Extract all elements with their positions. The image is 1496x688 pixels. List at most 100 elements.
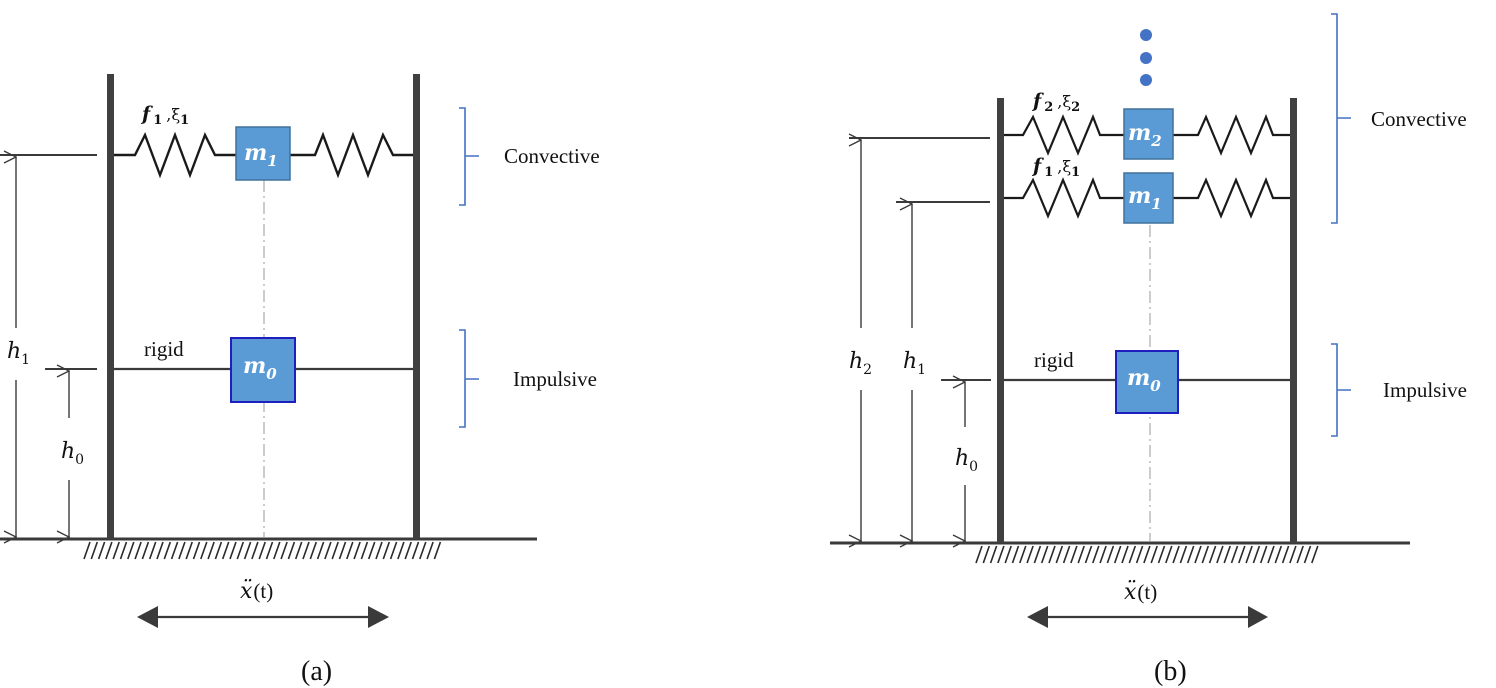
- mass-m0-label: m0: [243, 353, 277, 383]
- hatch-mark: [975, 545, 983, 564]
- tank-wall-left: [107, 74, 114, 539]
- rigid-label: rigid: [144, 337, 184, 361]
- hatch-mark: [389, 541, 398, 560]
- hatch-mark: [1201, 545, 1210, 564]
- hatch-mark: [207, 541, 215, 560]
- hatch-mark: [200, 541, 208, 560]
- h0-label: h0: [61, 439, 84, 468]
- hatch-mark: [1092, 545, 1100, 564]
- tank-wall-right: [413, 74, 420, 539]
- mass-m1-label: m1: [1128, 183, 1162, 213]
- h1-label: h1: [903, 349, 926, 378]
- hatch-mark: [258, 541, 266, 560]
- tank-wall-right: [1290, 98, 1297, 543]
- hatch-mark: [236, 541, 245, 560]
- mass-m1-label: m1: [244, 140, 278, 170]
- hatch-mark: [280, 541, 288, 560]
- hatch-mark: [1062, 545, 1071, 564]
- spring-left: [114, 131, 236, 179]
- hatch-mark: [1208, 545, 1217, 564]
- hatch-mark: [1048, 545, 1056, 564]
- convective-bracket: [1331, 13, 1351, 224]
- hatch-mark: [1135, 545, 1144, 564]
- hatch-mark: [214, 541, 223, 560]
- hatch-mark: [1186, 545, 1195, 564]
- hatch-mark: [1106, 545, 1115, 564]
- hatch-mark: [997, 545, 1005, 564]
- hatch-mark: [1303, 545, 1312, 564]
- hatch-mark: [119, 541, 128, 560]
- hatch-mark: [324, 541, 332, 560]
- ground-hatching: [975, 545, 1319, 564]
- hatch-mark: [1026, 545, 1034, 564]
- hatch-mark: [1128, 545, 1137, 564]
- hatch-mark: [243, 541, 252, 560]
- excitation-arrow-left: [137, 606, 158, 628]
- mass-m2: [1123, 108, 1174, 160]
- h1-label: h1: [7, 339, 30, 368]
- hatch-mark: [1165, 545, 1173, 564]
- excitation-arrow-right: [1248, 606, 1268, 628]
- hatch-mark: [1252, 545, 1261, 564]
- hatch-mark: [178, 541, 186, 560]
- hatch-mark: [1004, 545, 1012, 564]
- tank-wall-left: [997, 98, 1004, 543]
- continuation-dot: [1140, 29, 1152, 41]
- hatch-mark: [302, 541, 310, 560]
- hatch-mark: [1172, 545, 1180, 564]
- hatch-mark: [1113, 545, 1122, 564]
- hatch-mark: [1311, 545, 1319, 564]
- caption-b: (b): [1154, 656, 1187, 687]
- hatch-mark: [1150, 545, 1158, 564]
- hatch-mark: [141, 541, 150, 560]
- hatch-mark: [1099, 545, 1107, 564]
- convective-bracket: [459, 107, 479, 206]
- hatch-mark: [265, 541, 274, 560]
- hatch-mark: [375, 541, 383, 560]
- hatch-mark: [426, 541, 434, 560]
- hatch-mark: [404, 541, 412, 560]
- spring-right-m1: [1173, 177, 1290, 219]
- hatch-mark: [433, 541, 442, 560]
- mass-m0-label: m0: [1127, 365, 1161, 395]
- hatch-mark: [309, 541, 318, 560]
- hatch-mark: [360, 541, 369, 560]
- spring-right: [290, 131, 413, 179]
- hatch-mark: [1274, 545, 1283, 564]
- hatch-mark: [1230, 545, 1239, 564]
- hatch-mark: [251, 541, 259, 560]
- impulsive-label: Impulsive: [513, 367, 597, 391]
- mass-m0: [1115, 350, 1179, 414]
- hatch-mark: [163, 541, 172, 560]
- rigid-label: rigid: [1034, 348, 1074, 372]
- convective-label: Convective: [1371, 107, 1467, 131]
- mass-m2-label: m2: [1128, 120, 1162, 150]
- h0-label: h0: [955, 446, 978, 475]
- hatch-mark: [1084, 545, 1093, 564]
- hatch-mark: [287, 541, 296, 560]
- hatch-mark: [411, 541, 420, 560]
- hatch-mark: [367, 541, 376, 560]
- hatch-mark: [1289, 545, 1297, 564]
- hatch-mark: [397, 541, 405, 560]
- hatch-mark: [1040, 545, 1049, 564]
- hatch-mark: [221, 541, 230, 560]
- hatch-mark: [338, 541, 347, 560]
- spring-left-m2: [1004, 114, 1124, 156]
- continuation-dot: [1140, 74, 1152, 86]
- hatch-mark: [1259, 545, 1268, 564]
- hatch-mark: [1157, 545, 1166, 564]
- hatch-mark: [97, 541, 106, 560]
- hatch-mark: [1223, 545, 1231, 564]
- impulsive-bracket: [459, 329, 479, 428]
- hatch-mark: [1296, 545, 1304, 564]
- hatch-mark: [331, 541, 339, 560]
- hatch-mark: [1143, 545, 1151, 564]
- spring-right-m2: [1173, 114, 1290, 156]
- hatch-mark: [1281, 545, 1290, 564]
- hatch-mark: [1011, 545, 1020, 564]
- caption-a: (a): [301, 656, 332, 687]
